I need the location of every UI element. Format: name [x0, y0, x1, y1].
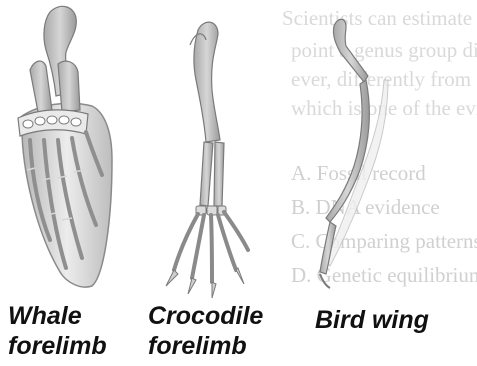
bird-humerus-icon	[333, 19, 368, 82]
crocodile-forelimb-caption: Crocodile forelimb	[148, 301, 263, 361]
whale-forelimb-caption: Whale forelimb	[8, 301, 107, 361]
bird-digit-tip-icon	[320, 274, 330, 288]
bird-wing-drawing	[320, 19, 388, 288]
whale-forelimb-drawing	[18, 6, 112, 287]
croc-radius-icon	[200, 142, 213, 206]
bird-wing-caption: Bird wing	[315, 305, 429, 335]
whale-caption-line-2: forelimb	[8, 331, 107, 361]
croc-caption-line-2: forelimb	[148, 331, 263, 361]
croc-caption-line-1: Crocodile	[148, 301, 263, 331]
bird-forearm-icon	[326, 80, 369, 222]
bird-caption-line-1: Bird wing	[315, 305, 429, 335]
whale-radius-icon	[30, 61, 52, 112]
croc-claws-icon	[166, 268, 244, 298]
whale-caption-line-1: Whale	[8, 301, 107, 331]
croc-humerus-icon	[194, 22, 220, 142]
croc-ulna-icon	[214, 142, 224, 206]
crocodile-forelimb-drawing	[166, 22, 248, 298]
whale-ulna-icon	[58, 61, 80, 112]
